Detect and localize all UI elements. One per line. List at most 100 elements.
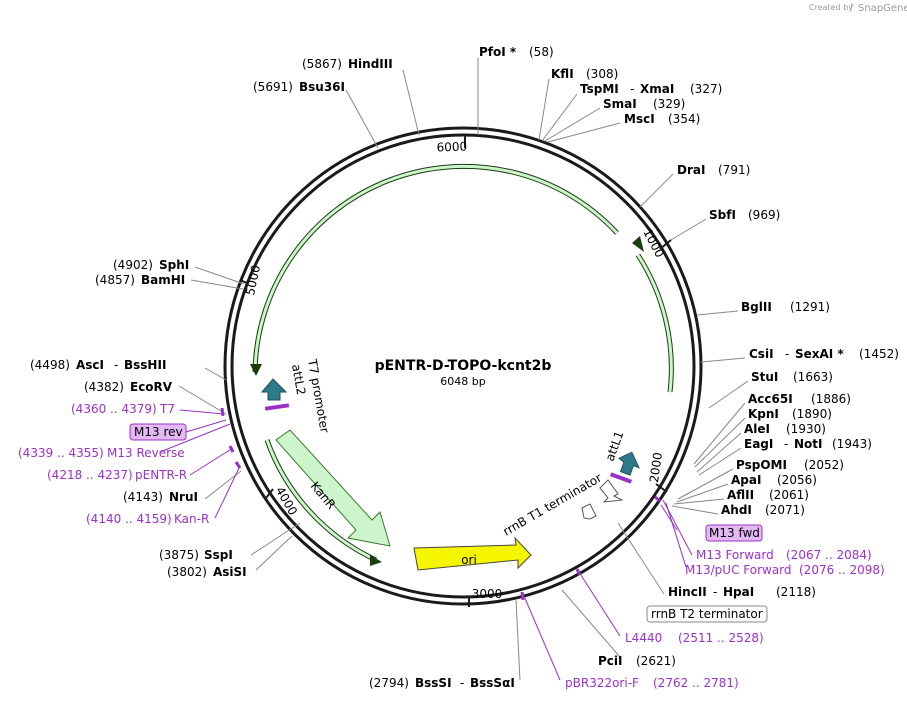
attl1-feature: attL1 rrnB T1 terminator (501, 429, 640, 539)
primer-range: (4360 .. 4379) (71, 402, 157, 416)
site-name[interactable]: SphI (159, 258, 189, 272)
site-pos: (2794) (369, 676, 409, 690)
site-name[interactable]: EagI (744, 437, 773, 451)
site-name[interactable]: AleI (744, 422, 770, 436)
site-name[interactable]: SspI (204, 548, 233, 562)
site-pos: (1452) (859, 347, 899, 361)
site-name[interactable]: StuI (751, 370, 778, 384)
site-name[interactable]: BamHI (141, 273, 185, 287)
site-name[interactable]: PfoI * (479, 45, 517, 59)
primer-leader-lines (159, 409, 693, 681)
site-pos: (4382) (84, 380, 124, 394)
site-name[interactable]: BssSI (415, 676, 452, 690)
site-name[interactable]: PciI (598, 654, 623, 668)
site-name[interactable]: KflI (551, 67, 574, 81)
site-pos: (4902) (113, 258, 153, 272)
site-pos: (329) (653, 97, 685, 111)
site-name[interactable]: XmaI (640, 82, 674, 96)
site-pos: (1886) (811, 392, 851, 406)
m13-fwd-box[interactable] (705, 524, 763, 542)
primer-range: (4339 .. 4355) (18, 446, 104, 460)
site-sep: - (630, 82, 634, 96)
site-name[interactable]: HindIII (348, 57, 393, 71)
site-pos: (4498) (30, 358, 70, 372)
site-pos: (2056) (777, 473, 817, 487)
primer-range: (2067 .. 2084) (786, 548, 872, 562)
site-name[interactable]: MscI (624, 112, 655, 126)
site-name[interactable]: AscI (76, 358, 104, 372)
primer-name[interactable]: pBR322ori-F (565, 676, 639, 690)
site-name[interactable]: HincII (668, 585, 707, 599)
primer-name[interactable]: L4440 (625, 631, 662, 645)
site-name[interactable]: AflII (727, 488, 754, 502)
site-sep: - (460, 676, 464, 690)
primer-range: (4140 .. 4159) (86, 512, 172, 526)
tick-marks (239, 135, 672, 607)
site-pos: (327) (690, 82, 722, 96)
site-pos: (3802) (167, 565, 207, 579)
primer-name[interactable]: M13 Forward (696, 548, 774, 562)
site-pos: (791) (718, 163, 750, 177)
site-name[interactable]: CsiI (749, 347, 774, 361)
ori-feature: ori (413, 536, 532, 571)
ori-label: ori (461, 553, 477, 567)
rrnb-t2-box[interactable] (646, 605, 768, 623)
rrnb-t1-arrow-icon (599, 479, 624, 503)
site-pos: (4143) (123, 490, 163, 504)
primer-range: (2076 .. 2098) (799, 563, 885, 577)
site-name[interactable]: ApaI (731, 473, 761, 487)
site-sep: - (114, 358, 118, 372)
attl2-feature: attL2 T7 promoter (260, 357, 332, 434)
site-name[interactable]: SmaI (603, 97, 637, 111)
primer-name[interactable]: M13 Reverse (107, 446, 185, 460)
rrnb-t2-arrow-icon (581, 503, 597, 520)
primer-range: (2511 .. 2528) (678, 631, 764, 645)
tick-label: 5000 (243, 264, 263, 297)
site-name[interactable]: Acc65I (748, 392, 793, 406)
site-pos: (1943) (832, 437, 872, 451)
site-pos: (1663) (793, 370, 833, 384)
site-name[interactable]: DraI (677, 163, 705, 177)
site-name[interactable]: BssHII (124, 358, 166, 372)
site-pos: (2061) (769, 488, 809, 502)
site-name[interactable]: PspOMI (736, 458, 787, 472)
site-name[interactable]: NotI (794, 437, 823, 451)
backbone-outer (223, 126, 703, 606)
site-pos: (2052) (804, 458, 844, 472)
site-pos: (969) (748, 208, 780, 222)
site-name[interactable]: AhdI (721, 503, 752, 517)
site-pos: (2118) (776, 585, 816, 599)
tick-label: 6000 (436, 139, 467, 154)
site-pos: (3875) (159, 548, 199, 562)
site-name[interactable]: EcoRV (130, 380, 173, 394)
site-name[interactable]: TspMI (580, 82, 619, 96)
plasmid-length: 6048 bp (440, 375, 485, 388)
site-name[interactable]: AsiSI (213, 565, 247, 579)
tick-label: 3000 (472, 587, 503, 601)
site-pos: (308) (586, 67, 618, 81)
insert-arc (250, 163, 674, 393)
site-name[interactable]: NruI (169, 490, 198, 504)
primer-range: (2762 .. 2781) (653, 676, 739, 690)
primer-name[interactable]: Kan-R (174, 512, 209, 526)
primer-name[interactable]: M13/pUC Forward (685, 563, 792, 577)
kanr-side-arc (264, 439, 382, 566)
site-name[interactable]: HpaI (723, 585, 754, 599)
site-pos: (1291) (790, 300, 830, 314)
primer-name[interactable]: pENTR-R (135, 468, 187, 482)
site-name[interactable]: BssSαI (470, 676, 515, 690)
site-name[interactable]: BglII (741, 300, 772, 314)
site-name[interactable]: SexAI * (795, 347, 844, 361)
attl1-arrow-icon (618, 451, 640, 476)
attl2-label: attL2 (289, 363, 308, 396)
site-name[interactable]: Bsu36I (299, 80, 345, 94)
m13-rev-box[interactable] (129, 423, 187, 441)
site-pos: (58) (529, 45, 554, 59)
site-sep: - (785, 347, 789, 361)
site-name[interactable]: SbfI (709, 208, 736, 222)
primer-name[interactable]: T7 (159, 402, 175, 416)
site-name[interactable]: KpnI (748, 407, 779, 421)
site-pos: (354) (668, 112, 700, 126)
site-pos: (1930) (786, 422, 826, 436)
m13-rev-label: M13 rev (134, 425, 183, 439)
